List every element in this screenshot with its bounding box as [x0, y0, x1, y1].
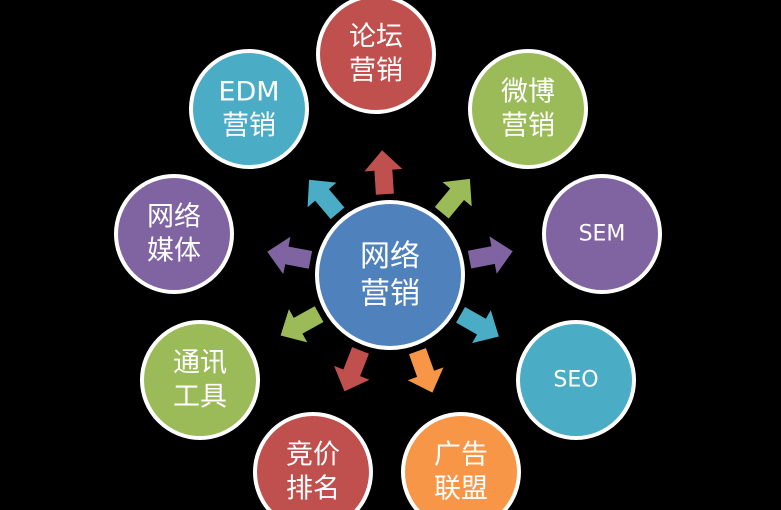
- node-edm-label-line2: 营销: [222, 110, 276, 141]
- node-tongxun-circle: [140, 320, 260, 440]
- node-luntan-label-line2: 营销: [349, 55, 403, 86]
- arrow-to-wangluo-meiti: [267, 236, 313, 275]
- arrow-to-guanggao: [407, 348, 444, 393]
- node-luntan-circle: [316, 0, 436, 114]
- node-jingjia-label-line2: 排名: [286, 473, 340, 504]
- node-seo-circle: [516, 320, 636, 440]
- node-edm-circle: [189, 49, 309, 169]
- arrow-to-weibo: [434, 178, 472, 219]
- arrow-to-jingjia: [334, 347, 370, 392]
- node-weibo-label-line1: 微博: [501, 77, 555, 108]
- center-node-body-circle: [315, 200, 465, 350]
- node-jingjia-label-line1: 竞价: [286, 440, 340, 471]
- node-sem: SEM: [542, 174, 662, 294]
- arrow-group: [267, 150, 513, 393]
- node-sem-circle: [542, 174, 662, 294]
- arrow-to-sem: [467, 236, 513, 274]
- node-jingjia-circle: [253, 412, 373, 510]
- center-node-body-label-line1: 网络: [360, 239, 420, 274]
- node-luntan-label-line1: 论坛: [349, 22, 403, 53]
- node-weibo-label-line2: 营销: [501, 110, 555, 141]
- node-wangluo-meiti-label-line1: 网络: [147, 202, 201, 233]
- node-guanggao-circle: [401, 412, 521, 510]
- node-tongxun-label-line1: 通讯: [173, 348, 227, 379]
- node-wangluo-meiti-label-line2: 媒体: [147, 235, 201, 266]
- node-wangluo-meiti-circle: [114, 174, 234, 294]
- node-weibo-circle: [468, 49, 588, 169]
- center-node-body-label-line2: 营销: [360, 276, 420, 311]
- arrow-to-seo: [456, 306, 499, 344]
- node-sem-label: SEM: [579, 222, 626, 247]
- arrow-to-tongxun: [280, 306, 324, 343]
- arrow-to-luntan: [364, 150, 403, 195]
- node-seo: SEO: [516, 320, 636, 440]
- node-seo-label: SEO: [553, 368, 598, 393]
- arrow-to-edm: [307, 179, 345, 220]
- node-guanggao-label-line2: 联盟: [434, 473, 488, 504]
- node-edm-label-line1: EDM: [218, 77, 279, 108]
- node-tongxun-label-line2: 工具: [173, 381, 227, 412]
- node-guanggao-label-line1: 广告: [434, 440, 488, 471]
